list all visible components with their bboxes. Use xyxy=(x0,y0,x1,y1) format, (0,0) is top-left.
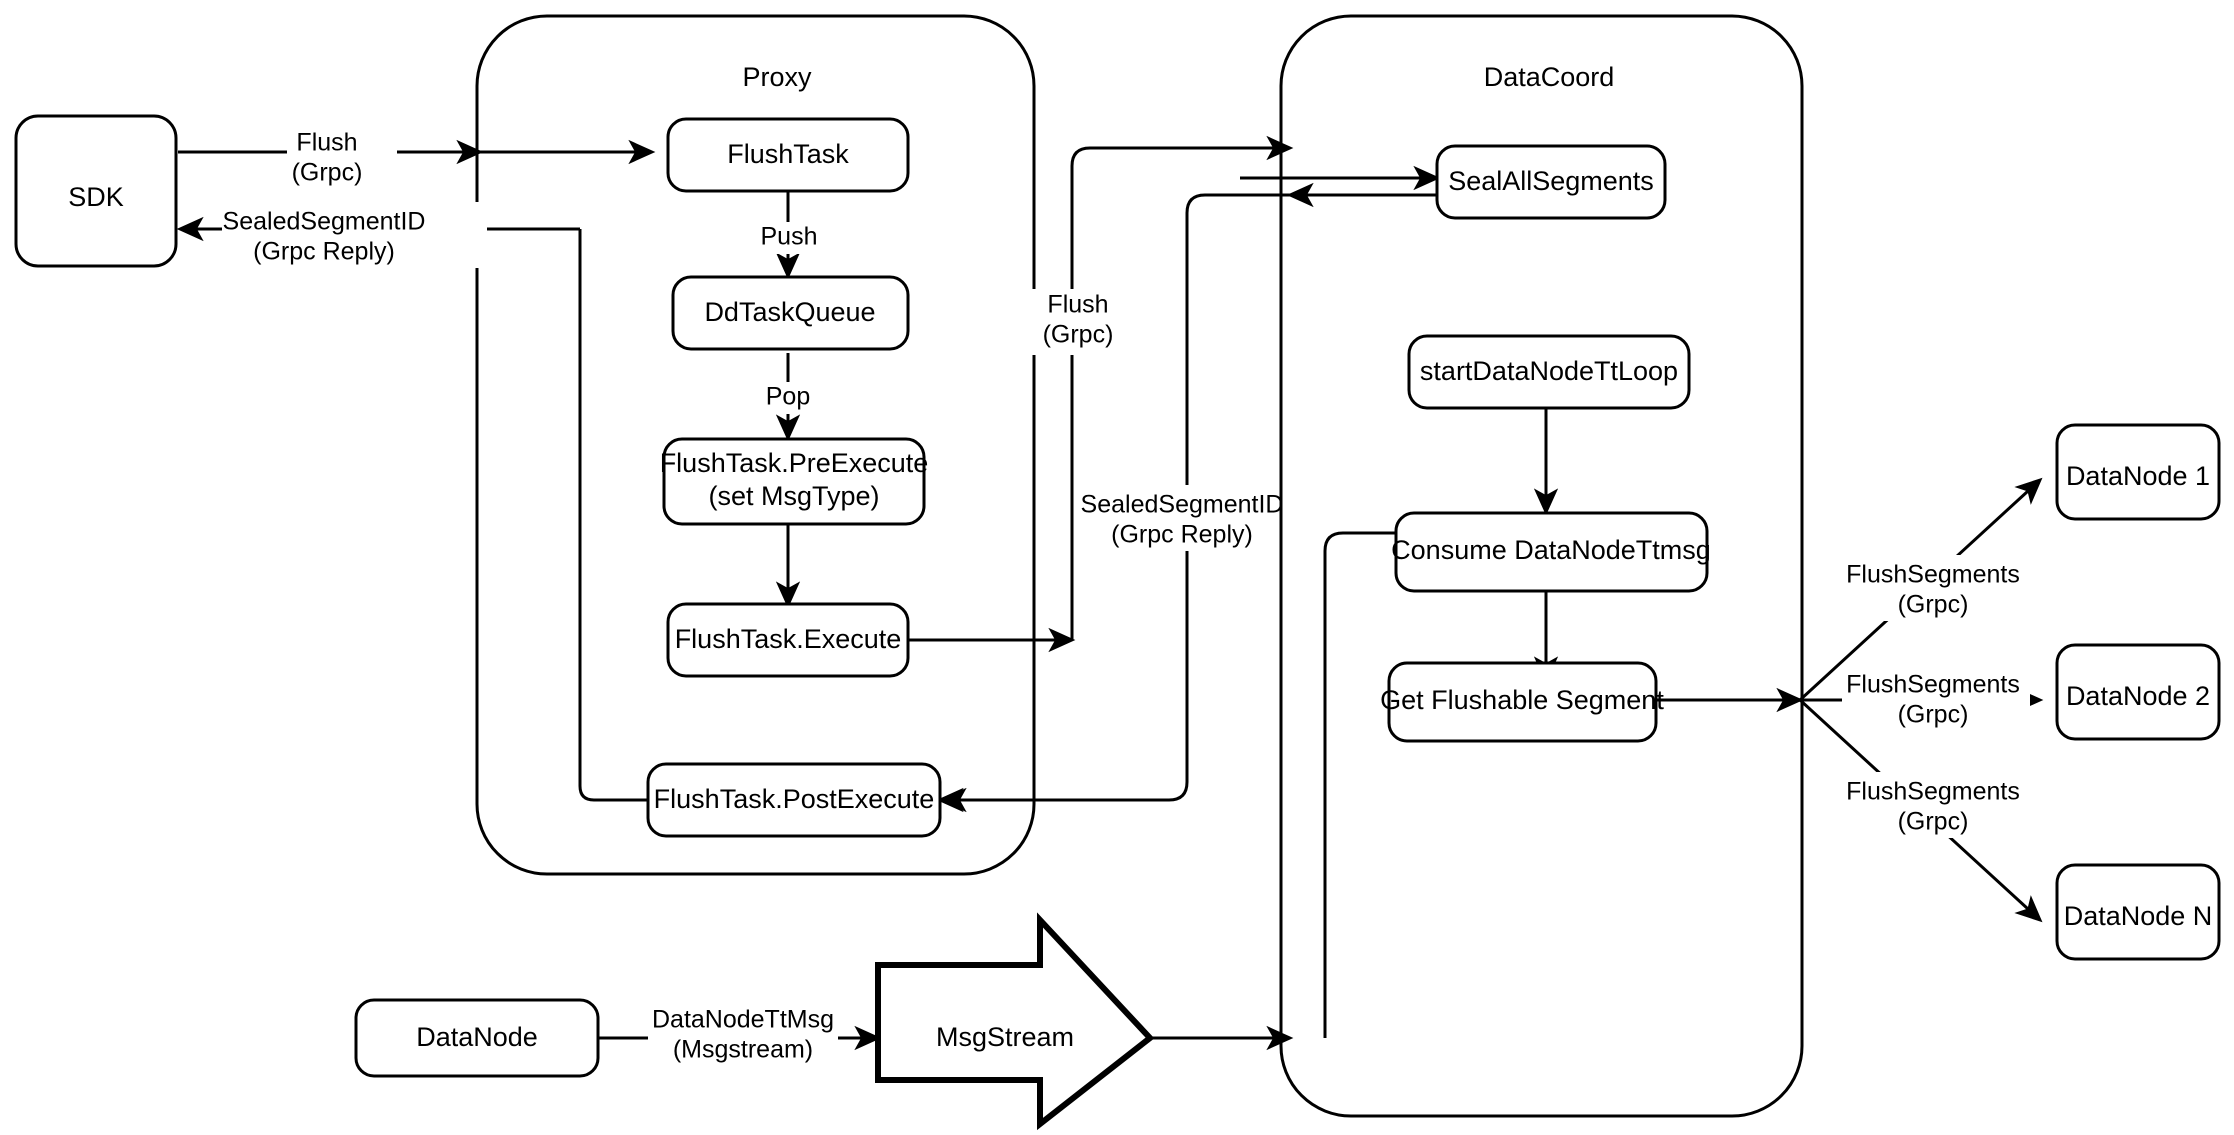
edge-execute-riser xyxy=(1070,135,1294,640)
edge-label-flushsegments-1-line2: (Grpc) xyxy=(1898,591,1969,619)
node-msgstream-arrow-shape[interactable] xyxy=(875,912,1155,1131)
edge-label-sealedsegmentid-line1: SealedSegmentID xyxy=(223,208,426,236)
edge-label-push: Push xyxy=(761,223,818,251)
node-datanode-n[interactable] xyxy=(2055,863,2221,961)
edge-label-flushsegments-n-line2: (Grpc) xyxy=(1898,808,1969,836)
datacoord-container-title: DataCoord xyxy=(1484,62,1615,92)
node-preexecute-label-line1: FlushTask.PreExecute xyxy=(660,448,929,478)
edge-label-flush-grpc-line1: Flush xyxy=(296,129,357,157)
edge-label-proxy-flush-line2: (Grpc) xyxy=(1043,321,1114,349)
node-postexecute-label: FlushTask.PostExecute xyxy=(654,784,935,814)
node-sealallsegments-label: SealAllSegments xyxy=(1448,166,1654,196)
edge-label-flushsegments-1-line1: FlushSegments xyxy=(1846,561,2020,589)
edge-msgstream-riser xyxy=(1323,520,1441,1038)
node-ddtaskqueue[interactable] xyxy=(671,275,910,351)
edge-label-coord-reply-line1: SealedSegmentID xyxy=(1081,491,1284,519)
node-startdatanodettloop-label: startDataNodeTtLoop xyxy=(1420,356,1678,386)
edge-label-proxy-flush-line1: Flush xyxy=(1047,291,1108,319)
edge-label-sealedsegmentid-line2: (Grpc Reply) xyxy=(253,238,395,266)
node-datanode-bottom-label: DataNode xyxy=(416,1022,538,1052)
node-msgstream-label: MsgStream xyxy=(936,1022,1074,1052)
node-get-flushable-segment-label: Get Flushable Segment xyxy=(1380,685,1664,715)
node-flushtask-label: FlushTask xyxy=(727,139,849,169)
node-datanode-1[interactable] xyxy=(2055,423,2221,521)
node-datanode-2-label: DataNode 2 xyxy=(2066,681,2210,711)
edge-label-ttmsg-line1: DataNodeTtMsg xyxy=(652,1006,834,1034)
node-flushtask-postexecute[interactable] xyxy=(646,762,942,838)
node-sdk[interactable] xyxy=(14,114,178,268)
node-datanode-2[interactable] xyxy=(2055,643,2221,741)
node-ddtaskqueue-label: DdTaskQueue xyxy=(704,297,875,327)
node-consume-datanodettmsg-label: Consume DataNodeTtmsg xyxy=(1391,535,1711,565)
node-sealallsegments[interactable] xyxy=(1435,144,1667,220)
node-execute-label: FlushTask.Execute xyxy=(675,624,902,654)
node-startdatanodettloop[interactable] xyxy=(1407,334,1691,410)
proxy-container-title: Proxy xyxy=(742,62,812,92)
node-datanode-1-label: DataNode 1 xyxy=(2066,461,2210,491)
edge-label-coord-reply-line2: (Grpc Reply) xyxy=(1111,521,1253,549)
node-flushtask[interactable] xyxy=(666,117,910,193)
edge-label-ttmsg-line2: (Msgstream) xyxy=(673,1036,813,1064)
edge-label-flushsegments-2-line1: FlushSegments xyxy=(1846,671,2020,699)
edge-label-pop: Pop xyxy=(766,383,810,411)
datacoord-container xyxy=(1279,14,1804,1118)
edge-postexecute-to-reply xyxy=(578,229,648,802)
node-get-flushable-segment[interactable] xyxy=(1387,661,1658,743)
proxy-container xyxy=(475,14,1036,876)
node-datanode-n-label: DataNode N xyxy=(2064,901,2213,931)
node-preexecute-label-line2: (set MsgType) xyxy=(708,481,879,511)
edge-label-flushsegments-2-line2: (Grpc) xyxy=(1898,701,1969,729)
edge-label-flushsegments-n-line1: FlushSegments xyxy=(1846,778,2020,806)
node-datanode-bottom[interactable] xyxy=(354,998,600,1078)
node-flushtask-preexecute[interactable] xyxy=(662,437,926,526)
node-flushtask-execute[interactable] xyxy=(666,602,910,678)
edge-label-flush-grpc-line2: (Grpc) xyxy=(292,159,363,187)
node-consume-datanodettmsg[interactable] xyxy=(1394,511,1709,593)
node-sdk-label: SDK xyxy=(68,182,124,212)
